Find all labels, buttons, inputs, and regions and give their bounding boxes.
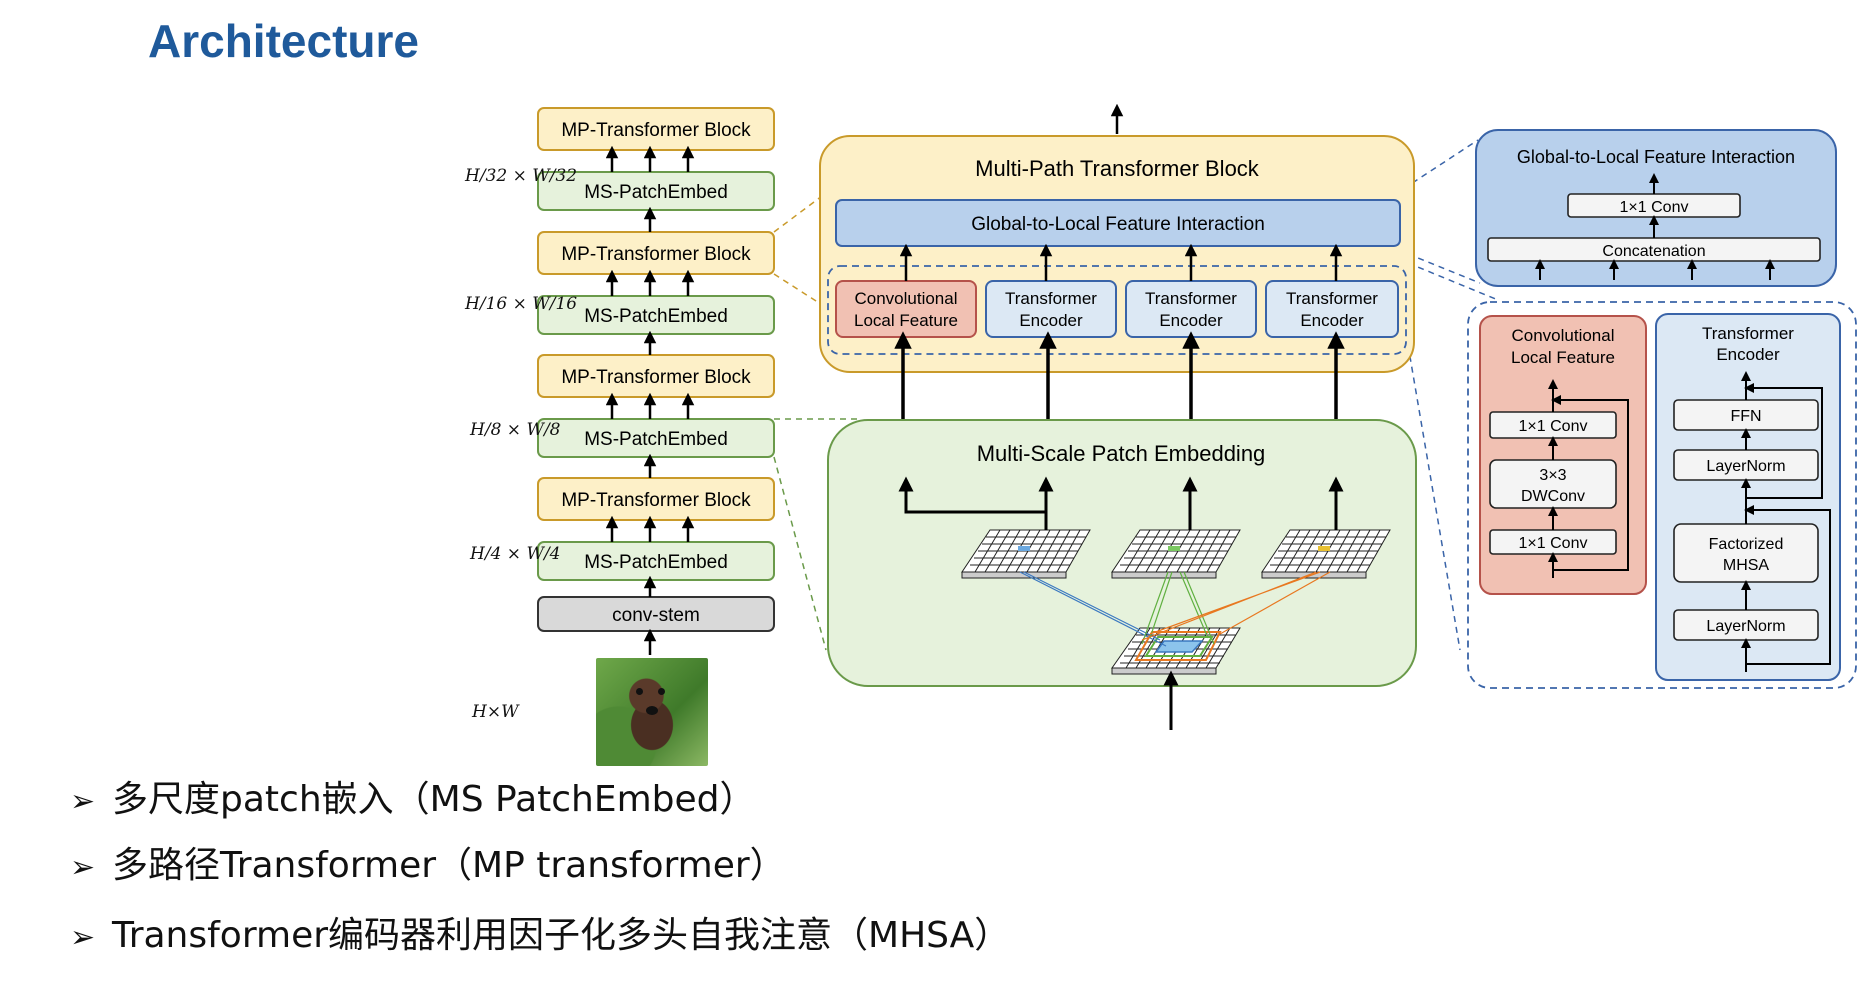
- conv-detail-title-1: Convolutional: [1511, 326, 1614, 345]
- stack-block-label-6: MP-Transformer Block: [561, 490, 751, 511]
- scale-label-32: H/32 × W/32: [465, 166, 578, 186]
- scale-label-4: H/4 × W/4: [470, 544, 561, 564]
- mp-path-enc-1-l2: Encoder: [1019, 311, 1083, 330]
- mp-path-enc-3-l1: Transformer: [1286, 289, 1378, 308]
- g2l-arrows: [1535, 173, 1775, 280]
- conv-detail-arrows: [1548, 379, 1629, 578]
- enc-detail-title-1: Transformer: [1702, 324, 1794, 343]
- mp-paths-dashed-box: [827, 265, 1407, 355]
- mhsa-label-2: MHSA: [1723, 557, 1770, 574]
- mp-path-enc-3-l2: Encoder: [1300, 311, 1364, 330]
- bullet-arrow-icon: ➢: [70, 850, 96, 885]
- bullet-2-text: 多路径Transformer（MP transformer）: [112, 845, 786, 886]
- bullet-3: ➢ Transformer编码器利用因子化多头自我注意（MHSA）: [70, 906, 1010, 958]
- g2l-concat-label: Concatenation: [1602, 243, 1705, 260]
- mhsa-label-1: Factorized: [1709, 536, 1784, 553]
- bullet-1: ➢ 多尺度patch嵌入（MS PatchEmbed）: [70, 770, 756, 822]
- mp-path-conv-l2: Local Feature: [854, 311, 958, 330]
- layernorm-bottom-label: LayerNorm: [1706, 618, 1785, 635]
- ms-embed-connectors: [1019, 571, 1331, 647]
- enc-detail-arrows: [1741, 371, 1831, 672]
- stack-block-label-0: MP-Transformer Block: [561, 120, 751, 141]
- dog-nose: [646, 706, 658, 715]
- slide-title: Architecture: [148, 15, 419, 67]
- stack-block-label-8: conv-stem: [612, 605, 700, 626]
- conv-bottom-label: 1×1 Conv: [1519, 535, 1588, 552]
- mp-arrows: [894, 103, 1345, 420]
- conv-top-label: 1×1 Conv: [1519, 418, 1588, 435]
- ms-embed-title: Multi-Scale Patch Embedding: [977, 441, 1266, 466]
- conv-detail-title-2: Local Feature: [1511, 348, 1615, 367]
- dwconv-label-1: 3×3: [1539, 467, 1566, 484]
- stack-block-label-2: MP-Transformer Block: [561, 244, 751, 265]
- patch-grid-2: [1111, 529, 1241, 579]
- scale-label-16: H/16 × W/16: [465, 294, 578, 314]
- layernorm-top-label: LayerNorm: [1706, 458, 1785, 475]
- mp-path-enc-2-l1: Transformer: [1145, 289, 1237, 308]
- detail-dashed-box: [1467, 301, 1857, 689]
- stack-arrows: [605, 145, 695, 655]
- bullet-arrow-icon: ➢: [70, 920, 96, 955]
- g2l-detail-title: Global-to-Local Feature Interaction: [1517, 147, 1795, 167]
- ms-embed-panel: [827, 419, 1417, 687]
- mp-path-enc-1-l1: Transformer: [1005, 289, 1097, 308]
- patch-grid-1: [961, 529, 1091, 579]
- stack-block-label-1: MS-PatchEmbed: [584, 182, 728, 203]
- scale-label-8: H/8 × W/8: [470, 420, 561, 440]
- g2l-conv-label: 1×1 Conv: [1620, 199, 1689, 216]
- ffn-label: FFN: [1730, 408, 1761, 425]
- stack-block-label-4: MP-Transformer Block: [561, 367, 751, 388]
- mp-interaction-label: Global-to-Local Feature Interaction: [971, 214, 1265, 235]
- bullet-3-text: Transformer编码器利用因子化多头自我注意（MHSA）: [112, 915, 1011, 956]
- mp-path-conv-l1: Convolutional: [854, 289, 957, 308]
- stack-block-label-3: MS-PatchEmbed: [584, 306, 728, 327]
- mp-interaction-bar: [835, 199, 1401, 247]
- conv-detail-panel: [1479, 315, 1647, 595]
- ms-embed-arrows: [898, 476, 1344, 730]
- bullet-arrow-icon: ➢: [70, 784, 96, 819]
- dog-eye-left: [636, 688, 643, 695]
- stack-block-label-7: MS-PatchEmbed: [584, 552, 728, 573]
- input-size-label: H×W: [472, 702, 519, 722]
- dwconv-label-2: DWConv: [1521, 488, 1585, 505]
- dog-eye-right: [658, 688, 665, 695]
- stack-block-label-5: MS-PatchEmbed: [584, 429, 728, 450]
- input-dog-image: [596, 658, 708, 766]
- bullet-2: ➢ 多路径Transformer（MP transformer）: [70, 836, 786, 888]
- mp-path-enc-2-l2: Encoder: [1159, 311, 1223, 330]
- enc-detail-title-2: Encoder: [1716, 345, 1780, 364]
- patch-grid-3: [1261, 529, 1391, 579]
- bullet-1-text: 多尺度patch嵌入（MS PatchEmbed）: [112, 779, 756, 820]
- stack-blocks: MP-Transformer Block MS-PatchEmbed MP-Tr…: [537, 107, 775, 632]
- mp-block-title: Multi-Path Transformer Block: [975, 156, 1260, 181]
